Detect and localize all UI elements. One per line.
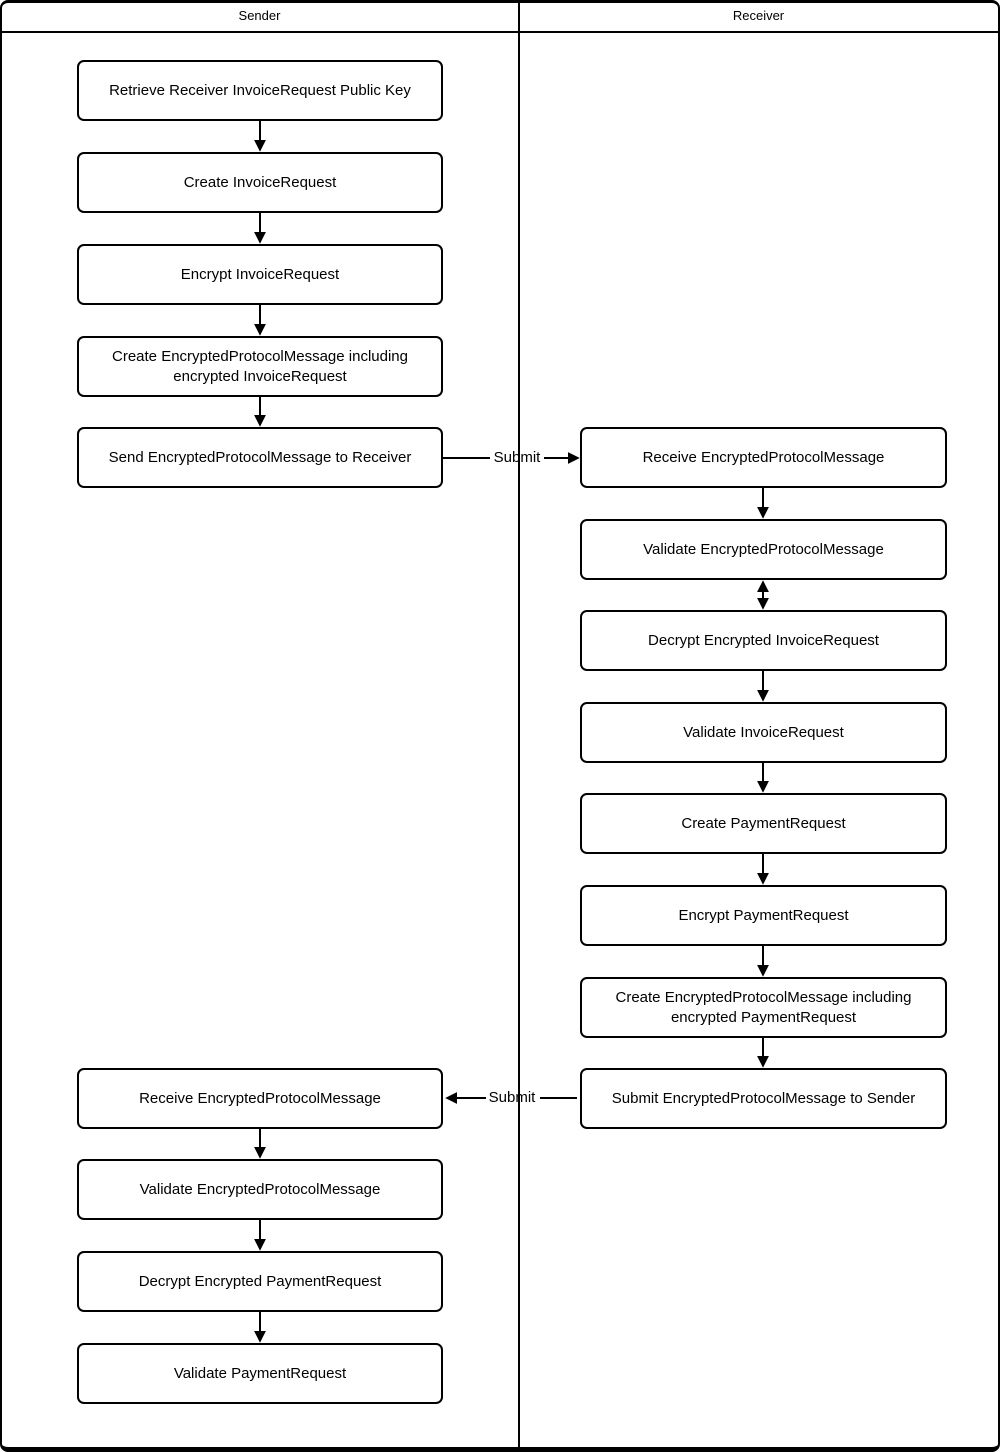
node-receiver-receive-epm: Receive EncryptedProtocolMessage [580,427,947,488]
lane-header-separator [0,31,1000,33]
lane-title-receiver: Receiver [732,8,785,23]
node-validate-paymentrequest: Validate PaymentRequest [77,1343,443,1404]
node-send-epm-to-receiver: Send EncryptedProtocolMessage to Receive… [77,427,443,488]
node-decrypt-paymentrequest: Decrypt Encrypted PaymentRequest [77,1251,443,1312]
node-sender-receive-epm: Receive EncryptedProtocolMessage [77,1068,443,1129]
node-receiver-validate-epm: Validate EncryptedProtocolMessage [580,519,947,580]
node-retrieve-receiver-public-key: Retrieve Receiver InvoiceRequest Public … [77,60,443,121]
node-decrypt-invoicerequest: Decrypt Encrypted InvoiceRequest [580,610,947,671]
node-sender-validate-epm: Validate EncryptedProtocolMessage [77,1159,443,1220]
node-validate-invoicerequest: Validate InvoiceRequest [580,702,947,763]
node-create-epm-invoicerequest: Create EncryptedProtocolMessage includin… [77,336,443,397]
node-encrypt-invoicerequest: Encrypt InvoiceRequest [77,244,443,305]
lane-divider [518,0,520,1452]
lane-title-sender: Sender [238,8,281,23]
edge-label-submit-to-receiver: Submit [493,449,541,466]
edge-label-submit-to-sender: Submit [488,1089,536,1106]
node-submit-epm-to-sender: Submit EncryptedProtocolMessage to Sende… [580,1068,947,1129]
node-encrypt-paymentrequest: Encrypt PaymentRequest [580,885,947,946]
node-create-epm-paymentrequest: Create EncryptedProtocolMessage includin… [580,977,947,1038]
node-create-invoicerequest: Create InvoiceRequest [77,152,443,213]
node-create-paymentrequest: Create PaymentRequest [580,793,947,854]
